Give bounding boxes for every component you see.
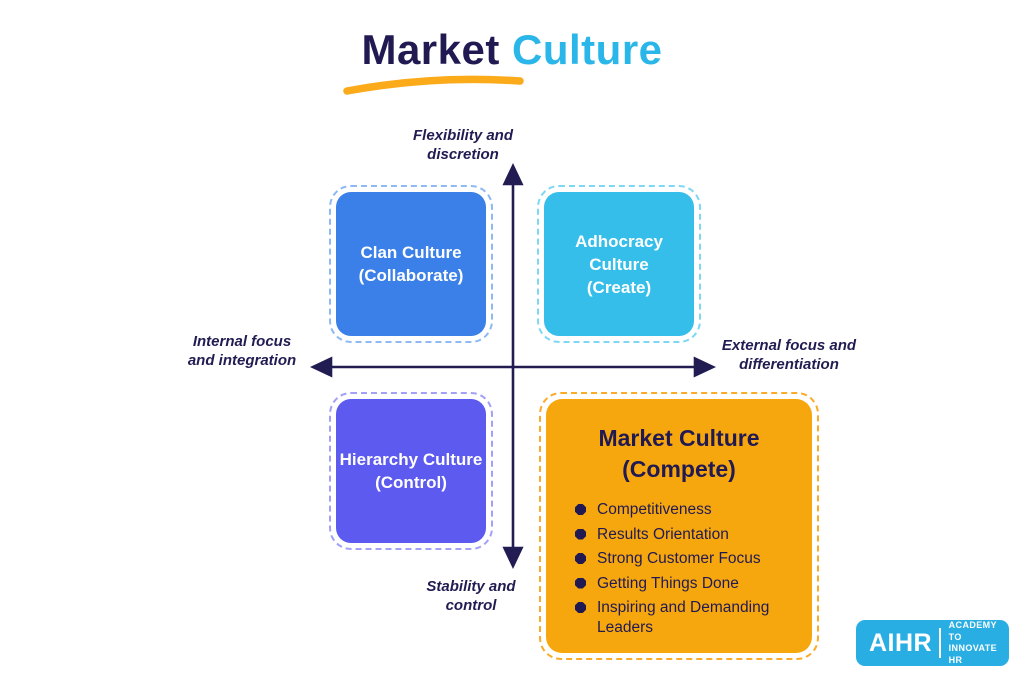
bullet-dot-icon — [575, 602, 586, 613]
adhocracy-title: Adhocracy Culture — [575, 231, 663, 274]
bullet-text: Strong Customer Focus — [597, 550, 761, 567]
bullet-text: Results Orientation — [597, 525, 729, 543]
market-heading: Market Culture (Compete) — [598, 425, 760, 482]
bullet-dot-icon — [575, 504, 586, 515]
list-item: Getting Things Done — [575, 574, 796, 594]
hierarchy-title: Hierarchy Culture — [339, 450, 483, 469]
list-item: Competitiveness — [575, 500, 796, 520]
market-bullet-list: Competitiveness Results Orientation Stro… — [558, 500, 800, 638]
bullet-dot-icon — [575, 577, 586, 589]
page-title-word-culture: Culture — [512, 26, 663, 73]
logo-divider — [939, 628, 941, 658]
clan-title: Clan Culture — [360, 243, 462, 262]
arrow-down-icon — [502, 546, 524, 570]
aihr-logo-brand: AIHR — [869, 628, 933, 657]
page-title: Market Culture — [0, 26, 1024, 74]
clan-subtitle: (Collaborate) — [358, 266, 464, 285]
bullet-text: Inspiring and Demanding Leaders — [597, 599, 770, 636]
aihr-logo: AIHR ACADEMY TO INNOVATE HR — [856, 620, 1009, 666]
aihr-logo-tagline: ACADEMY TO INNOVATE HR — [948, 620, 998, 665]
list-item: Results Orientation — [575, 525, 796, 545]
list-item: Strong Customer Focus — [575, 549, 796, 569]
bullet-text: Competitiveness — [597, 501, 712, 518]
title-underline-swoosh-icon — [343, 75, 524, 95]
hierarchy-subtitle: (Control) — [375, 473, 447, 492]
adhocracy-culture-box: Adhocracy Culture (Create) — [544, 192, 694, 336]
arrow-up-icon — [502, 162, 524, 186]
hierarchy-culture-box: Hierarchy Culture (Control) — [336, 399, 486, 543]
quadrant-hierarchy: Hierarchy Culture (Control) — [329, 392, 493, 550]
quadrant-clan: Clan Culture (Collaborate) — [329, 185, 493, 343]
adhocracy-subtitle: (Create) — [586, 277, 652, 297]
axis-label-internal: Internal focus and integration — [187, 333, 297, 369]
axis-label-stability: Stability and control — [426, 578, 516, 614]
bullet-dot-icon — [575, 553, 586, 564]
market-culture-box: Market Culture (Compete) Competitiveness… — [546, 399, 812, 653]
axis-label-flexibility: Flexibility and discretion — [412, 127, 514, 163]
axis-label-external: External focus and differentiation — [721, 337, 857, 373]
bullet-text: Getting Things Done — [597, 574, 739, 592]
page-title-word-market: Market — [361, 26, 500, 73]
quadrant-adhocracy: Adhocracy Culture (Create) — [537, 185, 701, 343]
clan-culture-box: Clan Culture (Collaborate) — [336, 192, 486, 336]
quadrant-market: Market Culture (Compete) Competitiveness… — [539, 392, 819, 660]
bullet-dot-icon — [575, 528, 586, 540]
list-item: Inspiring and Demanding Leaders — [575, 598, 796, 638]
